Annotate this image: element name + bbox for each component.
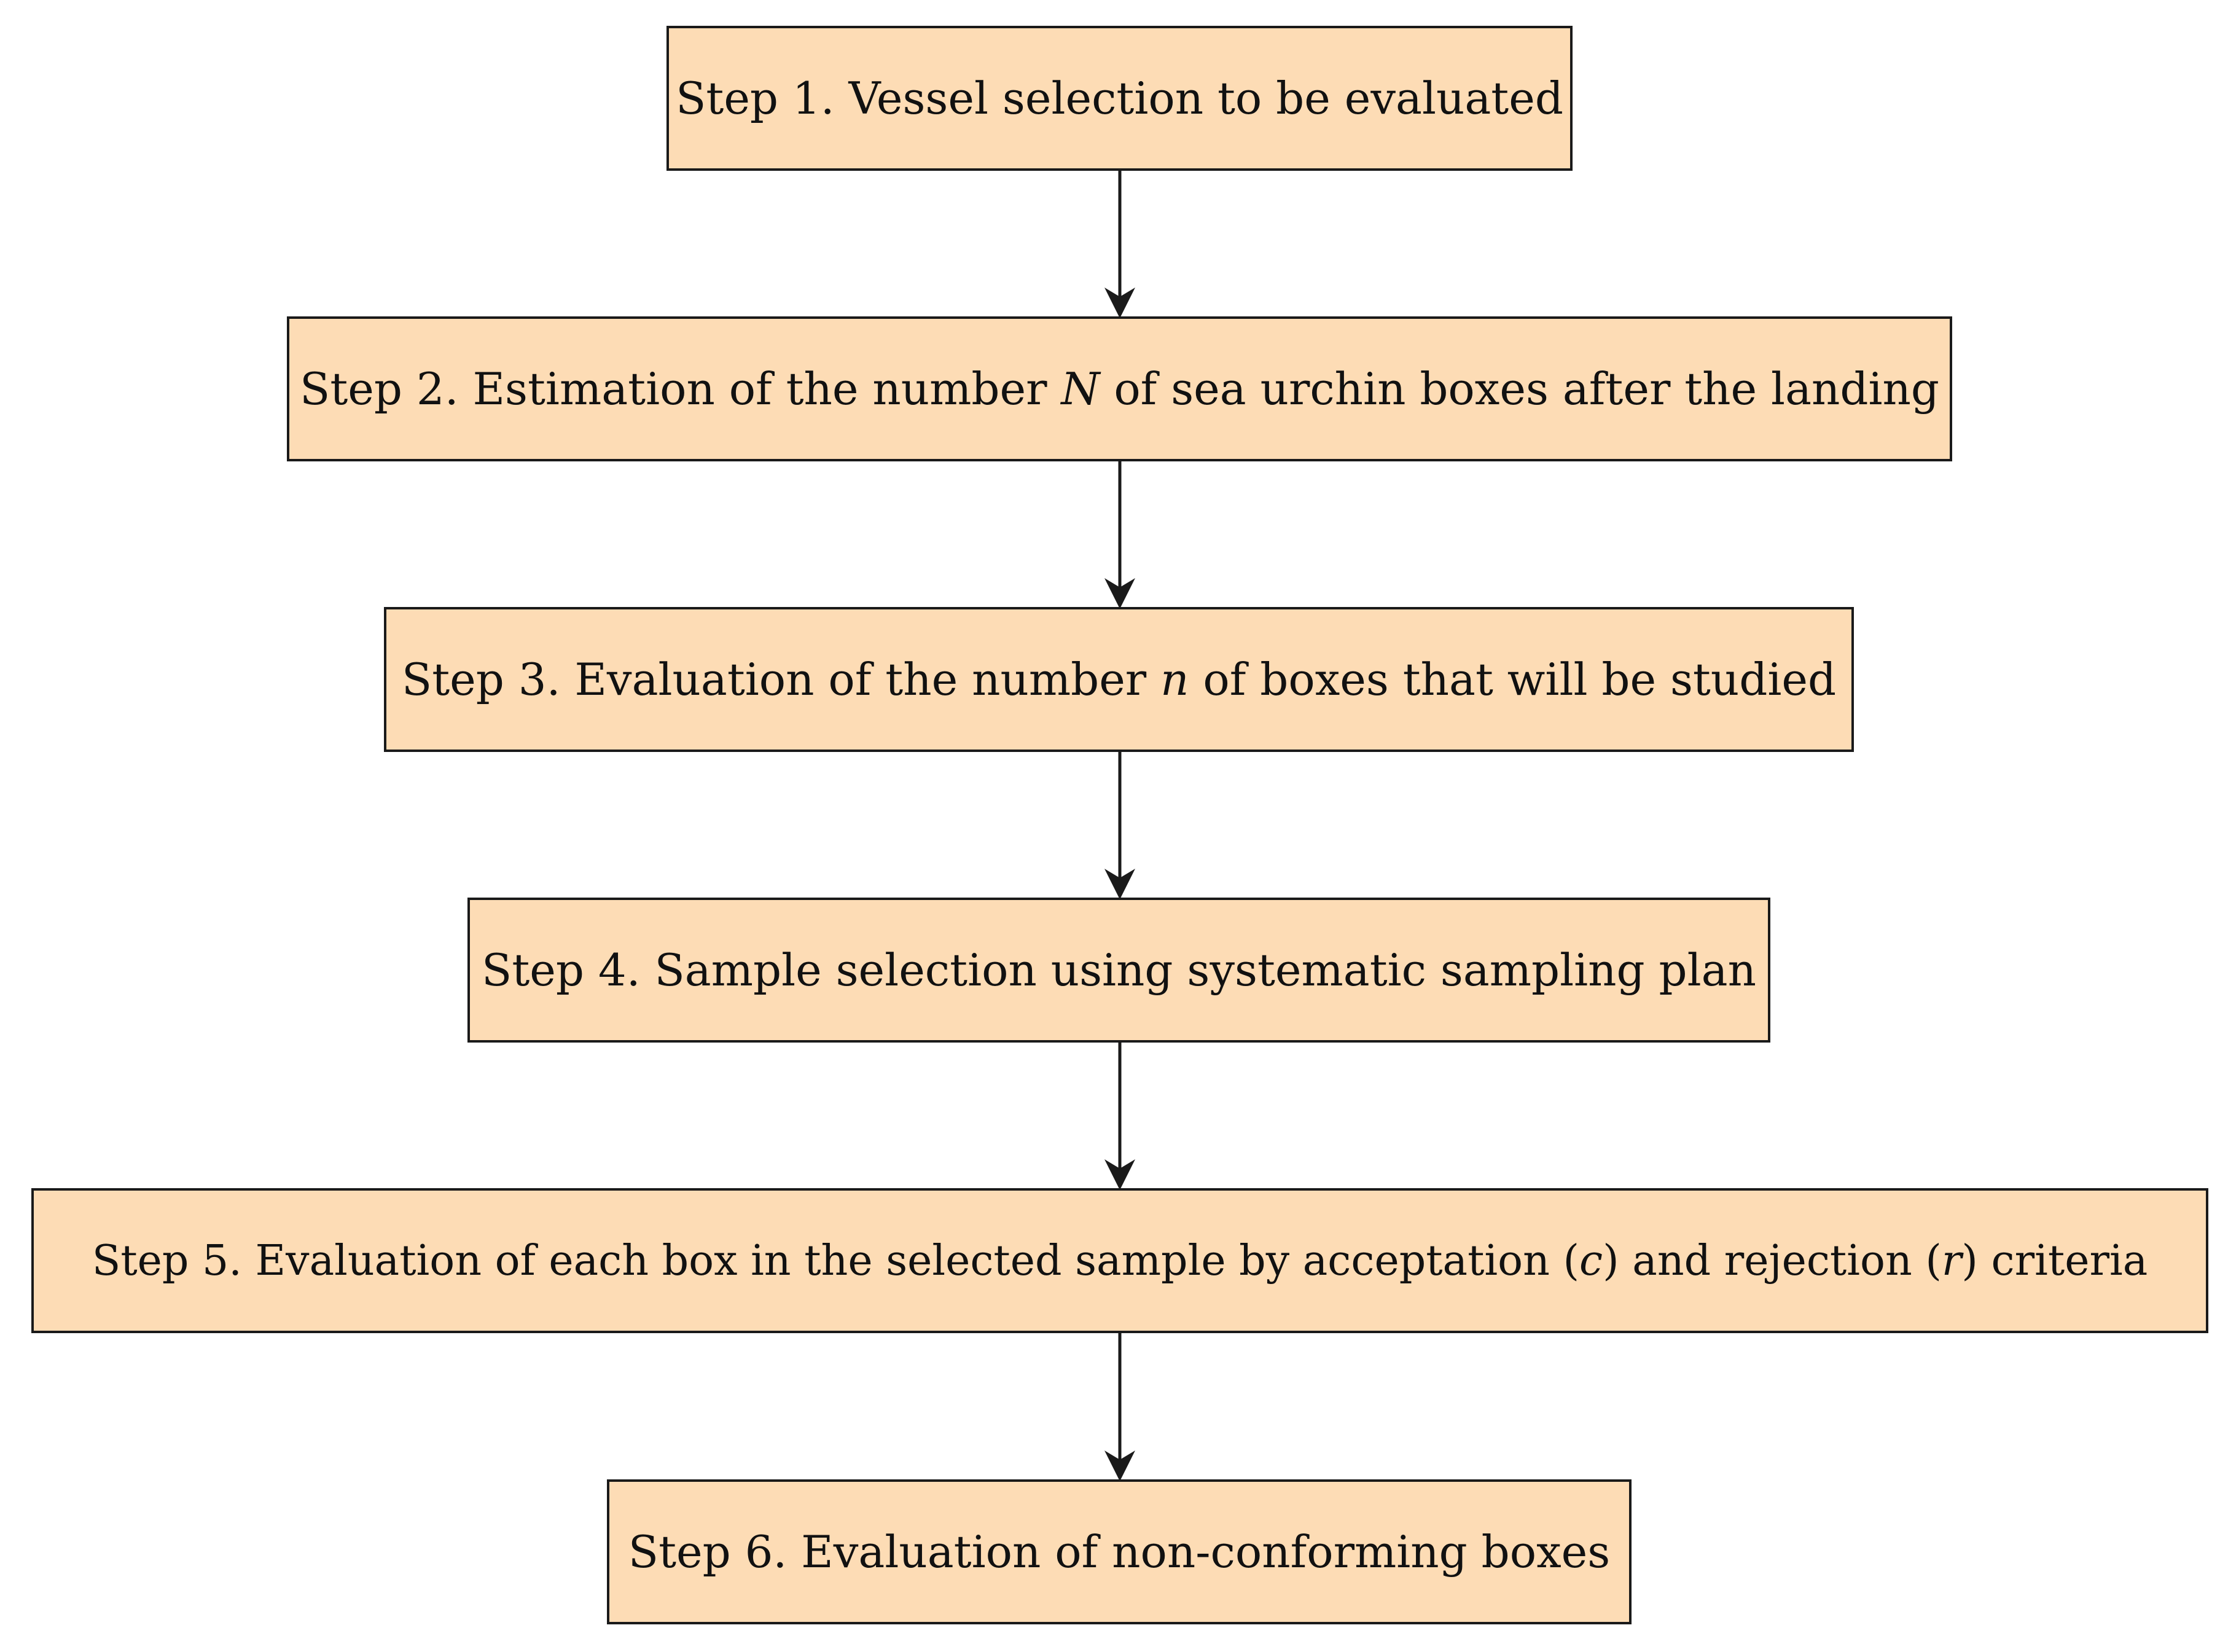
step-3-box: Step 3. Evaluation of the number n of bo… [384, 607, 1854, 752]
step-5-variable-c: c [1579, 1236, 1603, 1285]
step-5-box: Step 5. Evaluation of each box in the se… [31, 1188, 2208, 1333]
step-6-label: Step 6. Evaluation of non-conforming box… [628, 1526, 1611, 1578]
step-2-variable-N: N [1061, 363, 1100, 415]
step-1-box: Step 1. Vessel selection to be evaluated [666, 26, 1573, 171]
step-2-label-pre: Step 2. Estimation of the number [300, 363, 1047, 415]
step-1-label: Step 1. Vessel selection to be evaluated [676, 72, 1563, 124]
step-5-label-post: ) criteria [1961, 1236, 2148, 1285]
step-3-variable-n: n [1160, 654, 1189, 705]
step-5-variable-r: r [1941, 1236, 1962, 1285]
step-3-label-pre: Step 3. Evaluation of the number [401, 654, 1147, 705]
step-3-label-post: of boxes that will be studied [1203, 654, 1837, 705]
step-2-box: Step 2. Estimation of the number N of se… [287, 316, 1952, 461]
step-4-box: Step 4. Sample selection using systemati… [467, 898, 1770, 1043]
step-6-box: Step 6. Evaluation of non-conforming box… [607, 1479, 1632, 1624]
step-5-label-mid: ) and rejection ( [1603, 1236, 1942, 1285]
step-4-label: Step 4. Sample selection using systemati… [482, 944, 1756, 996]
step-5-label-pre: Step 5. Evaluation of each box in the se… [92, 1236, 1580, 1285]
step-2-label-post: of sea urchin boxes after the landing [1114, 363, 1939, 415]
